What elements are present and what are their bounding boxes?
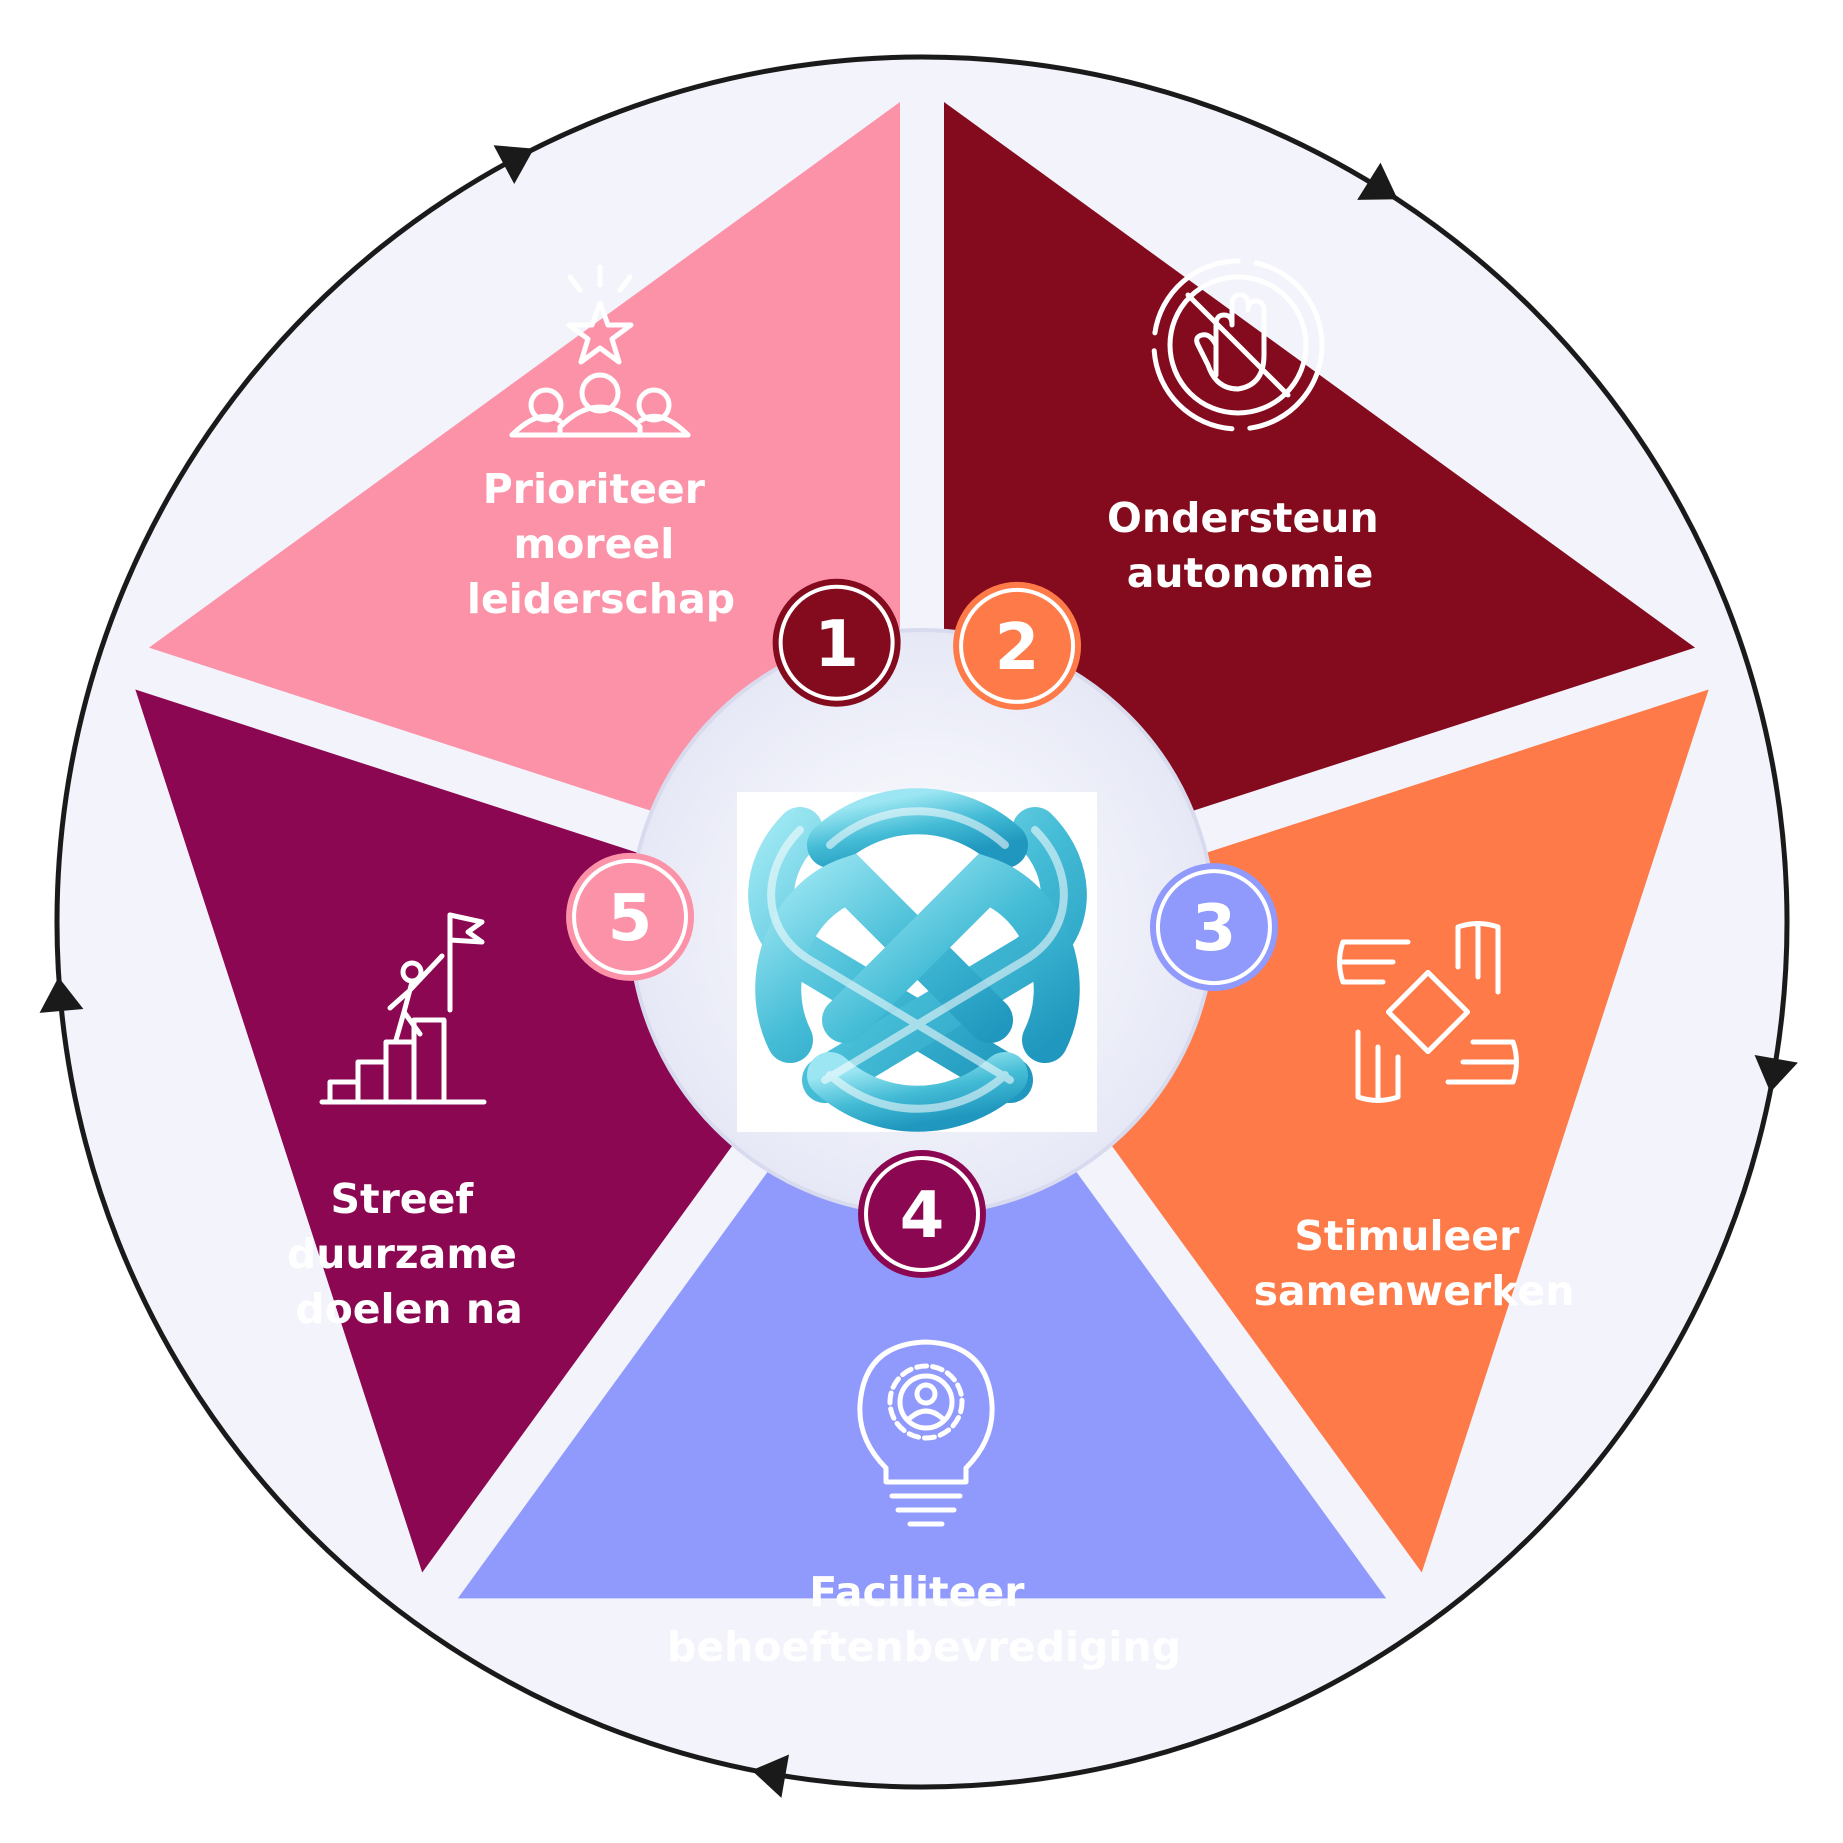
step-badge-4: 4 [858, 1150, 986, 1278]
step-number-1: 1 [814, 608, 859, 682]
joined-hands-icon [1337, 921, 1519, 1103]
lightbulb-gear-icon [857, 1339, 995, 1527]
celtic-knot-logo [737, 788, 1097, 1132]
step-number-3: 3 [1192, 892, 1237, 966]
step-badge-3: 3 [1149, 863, 1278, 992]
cycle-arrowhead [493, 145, 534, 185]
step-badge-2: 2 [953, 581, 1082, 710]
cycle-arrowhead [1357, 162, 1398, 200]
segment-1-label: Prioriteer moreel leiderschap [467, 465, 735, 623]
step-number-5: 5 [608, 882, 653, 956]
step-number-2: 2 [995, 611, 1040, 685]
step-number-4: 4 [900, 1179, 945, 1253]
stop-hand-icon [1151, 258, 1325, 432]
cycle-arrowhead [1754, 1054, 1798, 1093]
segment-5-label: Streef duurzame doelen na [287, 1175, 531, 1333]
step-badge-1: 1 [772, 578, 901, 707]
team-leader-star-icon [509, 264, 691, 438]
climb-to-flag-icon [319, 912, 487, 1105]
segment-4-label: Faciliteer behoeftenbevrediging [667, 1568, 1181, 1671]
cycle-ring [54, 54, 1790, 1790]
cycle-arrows [39, 145, 1798, 1798]
cycle-arrowhead [39, 977, 84, 1013]
segment-1 [944, 102, 1696, 818]
segment-5 [148, 102, 901, 818]
step-badge-5: 5 [566, 852, 695, 981]
cycle-arrowhead [751, 1754, 790, 1798]
segment-3-label: Stimuleer samenwerken [1254, 1212, 1575, 1315]
segment-2-label: Ondersteun autonomie [1107, 494, 1393, 597]
